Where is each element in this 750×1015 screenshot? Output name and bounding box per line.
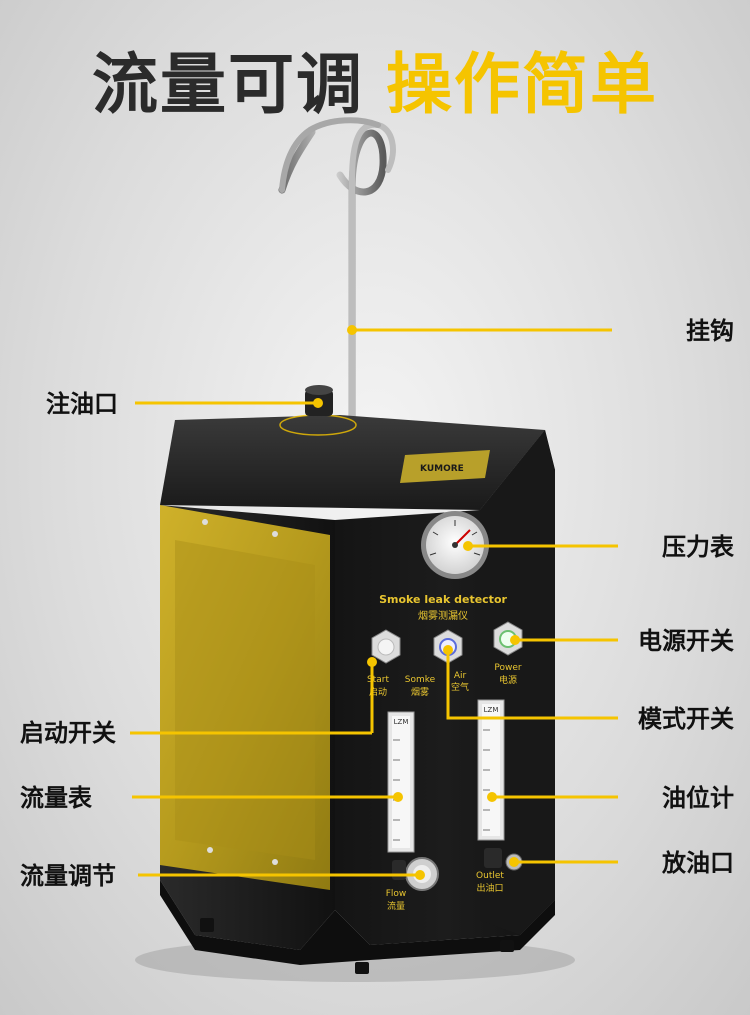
product-name-en: Smoke leak detector [379, 593, 507, 606]
label-oil-level: 油位计 [662, 784, 734, 812]
label-oil-drain: 放油口 [662, 849, 734, 877]
product-name-cn: 烟雾测漏仪 [418, 609, 468, 622]
outlet-label-en: Outlet [476, 871, 504, 881]
power-label-cn: 电源 [499, 674, 517, 686]
device-top [160, 415, 545, 510]
label-pressure-gauge: 压力表 [662, 533, 734, 561]
start-button [371, 629, 401, 664]
start-label-en: Start [367, 675, 389, 685]
brand-text: KUMORE [420, 464, 464, 474]
callout-dots [313, 325, 520, 880]
label-mode-switch: 模式开关 [638, 705, 734, 733]
hook [278, 128, 387, 434]
title-part2: 操作简单 [386, 46, 658, 123]
smoke-label-cn: 烟雾 [411, 686, 429, 698]
label-oil-filler: 注油口 [46, 390, 118, 418]
flow-meter-brand: LZM [394, 718, 409, 726]
smoke-label: Somke [405, 675, 436, 685]
page-title: 流量可调操作简单 [0, 40, 750, 130]
oil-level-tube: LZM [477, 699, 505, 841]
air-label-cn: 空气 [451, 681, 469, 693]
yellow-side-panel [160, 505, 330, 890]
callout-lines [130, 328, 618, 877]
flow-label-en: Flow [386, 889, 407, 899]
power-label-en: Power [494, 663, 522, 673]
label-hook: 挂钩 [686, 317, 734, 345]
outlet-label-cn: 出油口 [476, 882, 503, 894]
brand-plate [400, 450, 490, 483]
label-start-switch: 启动开关 [20, 719, 116, 747]
title-part1: 流量可调 [92, 46, 364, 123]
air-label: Air [454, 671, 467, 681]
label-flow-adjust: 流量调节 [20, 862, 116, 890]
label-power-switch: 电源开关 [638, 627, 734, 655]
flow-label-cn: 流量 [387, 900, 405, 912]
label-flow-meter: 流量表 [20, 784, 92, 812]
flow-meter-tube: LZM [387, 711, 415, 853]
oil-meter-brand: LZM [484, 706, 499, 714]
